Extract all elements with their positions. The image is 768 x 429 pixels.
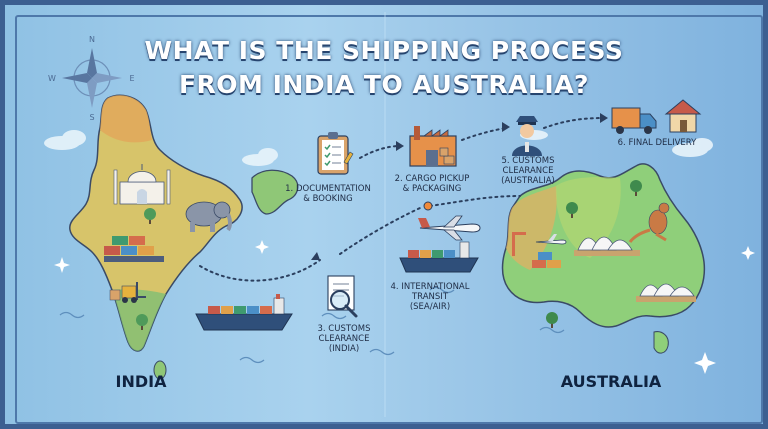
wave-icon <box>369 348 395 356</box>
forklift-icon <box>109 282 146 303</box>
cloud-icon <box>62 130 86 146</box>
container-stack-icon <box>532 252 561 268</box>
australia-west-region <box>506 186 557 270</box>
wave-icon <box>239 356 265 364</box>
port-crane-icon <box>512 232 526 256</box>
step-3-line-1: 3. CUSTOMS <box>317 324 371 334</box>
sparkles <box>54 240 755 374</box>
step-3-line-3: (INDIA) <box>328 344 360 354</box>
sparkle-icon <box>694 352 716 374</box>
wave-icon <box>321 312 347 320</box>
sparkle-icon <box>54 257 70 273</box>
step-2-line-2: & PACKAGING <box>402 184 462 194</box>
step-5-line-1: 5. CUSTOMS <box>501 156 555 166</box>
country-label-australia: AUSTRALIA <box>560 372 662 391</box>
step-5-line-2: CLEARANCE <box>502 166 554 176</box>
route-segment-customs-to-delivery <box>543 117 605 129</box>
infographic-title: WHAT IS THE SHIPPING PROCESS FROM INDIA … <box>100 34 668 102</box>
wave-icon <box>429 286 455 294</box>
wave-icon <box>539 326 565 334</box>
route-segment-docs-to-pickup <box>359 145 401 159</box>
compass-north-label: N <box>89 35 95 44</box>
tree-icon <box>136 314 148 330</box>
step-4-label: 4. INTERNATIONAL TRANSIT (SEA/AIR) <box>384 282 476 312</box>
container-stack-icon <box>104 236 164 262</box>
compass-west-label: W <box>48 74 56 83</box>
compass-east-label: E <box>129 74 134 83</box>
step-6-line-1: 6. FINAL DELIVERY <box>617 138 697 148</box>
title-line-1: WHAT IS THE SHIPPING PROCESS <box>144 36 624 65</box>
step-4-line-1: 4. INTERNATIONAL <box>390 282 470 292</box>
cloud-icon <box>691 138 713 152</box>
inner-border <box>15 15 763 424</box>
australia-map <box>501 163 706 354</box>
step-4-line-2: TRANSIT <box>411 292 449 302</box>
arrowhead-icon <box>311 252 320 260</box>
compass-rose-icon: N E S W <box>48 35 134 122</box>
tasmania-island <box>653 331 669 354</box>
taj-mahal-icon <box>113 164 171 205</box>
title-line-2: FROM INDIA TO AUSTRALIA? <box>178 70 590 99</box>
opera-house-icon <box>636 283 696 302</box>
step-6-label: 6. FINAL DELIVERY <box>604 138 710 148</box>
sparkle-icon <box>255 240 269 254</box>
cloud-icon <box>258 148 278 162</box>
opera-house-icon <box>574 236 640 256</box>
cargo-ship-icon <box>399 241 479 273</box>
country-label-india: INDIA <box>115 372 167 391</box>
center-divider <box>384 12 386 417</box>
elephant-icon <box>185 201 232 232</box>
india-northeast-landmass <box>251 169 299 215</box>
step-2-label: 2. CARGO PICKUP & PACKAGING <box>386 174 478 194</box>
airplane-icon <box>535 234 567 245</box>
step-1-label: 1. DOCUMENTATION & BOOKING <box>282 184 374 204</box>
kangaroo-icon <box>628 202 670 243</box>
arrowhead-icon <box>502 122 510 132</box>
india-north-region <box>100 95 152 143</box>
tree-icon <box>144 208 156 224</box>
route-arrowheads <box>311 113 608 260</box>
cargo-ship-icon <box>195 294 293 331</box>
route-segment-transit <box>429 195 521 207</box>
route-segment-ship-to-customs <box>199 259 321 282</box>
tree-icon <box>546 312 558 328</box>
route-segment-pickup-to-customs-au <box>461 127 507 141</box>
airplane-icon <box>418 215 481 241</box>
step-5-line-3: (AUSTRALIA) <box>501 176 555 186</box>
step-3-line-2: CLEARANCE <box>318 334 370 344</box>
sea-waves <box>59 286 565 364</box>
step-3-label: 3. CUSTOMS CLEARANCE (INDIA) <box>298 324 390 354</box>
document-magnifier-icon <box>327 275 358 318</box>
house-icon <box>664 99 702 133</box>
step-5-label: 5. CUSTOMS CLEARANCE (AUSTRALIA) <box>482 156 574 186</box>
india-map <box>69 94 299 380</box>
route-waypoint-icon <box>423 201 433 211</box>
arrowhead-icon <box>396 141 404 151</box>
step-4-line-3: (SEA/AIR) <box>409 302 451 312</box>
step-2-line-1: 2. CARGO PICKUP <box>394 174 470 184</box>
route-segment-customs-to-transit <box>339 207 421 255</box>
sri-lanka-island <box>153 360 167 380</box>
tree-icon <box>630 180 642 196</box>
step-1-line-2: & BOOKING <box>303 194 353 204</box>
customs-officer-icon <box>512 116 542 156</box>
sparkle-icon <box>741 246 755 260</box>
wave-icon <box>59 311 85 319</box>
arrowhead-icon <box>600 113 608 123</box>
warehouse-icon <box>409 126 457 167</box>
delivery-truck-icon <box>611 107 657 134</box>
compass-south-label: S <box>89 113 94 122</box>
clouds <box>44 130 713 166</box>
step-1-line-1: 1. DOCUMENTATION <box>285 184 371 194</box>
tree-icon <box>566 202 578 218</box>
clipboard-checklist-icon <box>317 132 354 175</box>
